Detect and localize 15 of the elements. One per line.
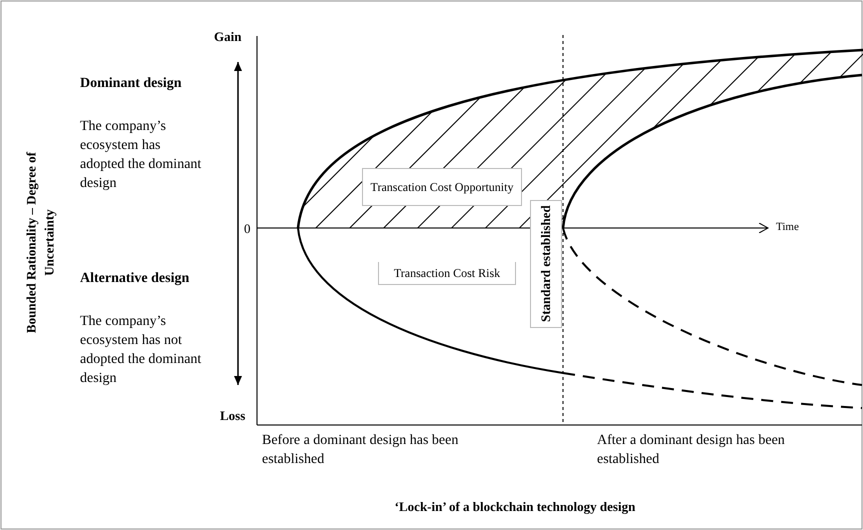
axis-label: Loss (220, 407, 246, 425)
description: The company’s ecosystem has adopted the dominant design (80, 118, 202, 193)
axis-label: Time (776, 220, 799, 235)
axis-label: Gain (214, 28, 242, 46)
period-label: Before a dominant design has been established (262, 432, 460, 469)
axis-label: 0 (244, 220, 250, 238)
text-box: Transaction Cost Risk (378, 262, 516, 286)
axis-title: ‘Lock-in’ of a blockchain technology design (394, 498, 636, 516)
heading: Dominant design (80, 75, 183, 93)
heading: Alternative design (80, 270, 190, 288)
text-box: Transcation Cost Opportunity (362, 168, 522, 206)
period-label: After a dominant design has been established (597, 432, 786, 469)
description: The company’s ecosystem has not adopted the dominant design (80, 313, 202, 388)
axis-title: Bounded Rationality – Degree of Uncertainty (22, 150, 58, 336)
label-box: Standard established (530, 200, 562, 328)
